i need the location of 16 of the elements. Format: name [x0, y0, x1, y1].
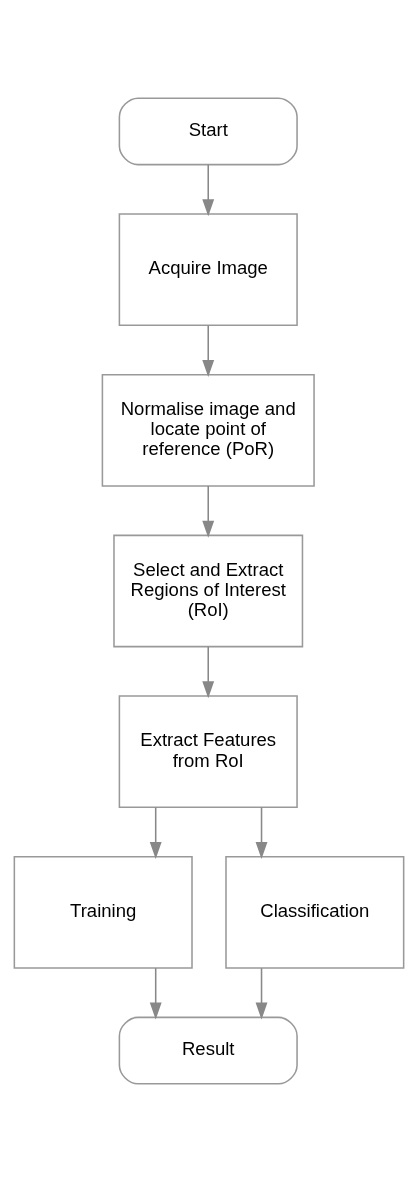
arrow	[202, 164, 215, 217]
node-box: Acquire Image	[118, 213, 298, 327]
arrow	[149, 806, 162, 859]
arrow	[149, 967, 162, 1020]
node-box: Normalise image and locate point of reference (PoR)	[101, 373, 315, 487]
node-box: Classification	[225, 855, 405, 969]
arrow	[202, 324, 215, 377]
arrow	[255, 967, 268, 1020]
node-box: Select and Extract Regions of Interest (RoI)	[113, 534, 304, 648]
arrow	[202, 645, 215, 699]
node-box: Extract Features from RoI	[118, 695, 298, 809]
node-box: Training	[13, 855, 193, 969]
node-box: Start	[118, 97, 298, 166]
node-box: Result	[118, 1016, 298, 1085]
arrow	[202, 485, 215, 538]
arrow	[255, 806, 268, 860]
